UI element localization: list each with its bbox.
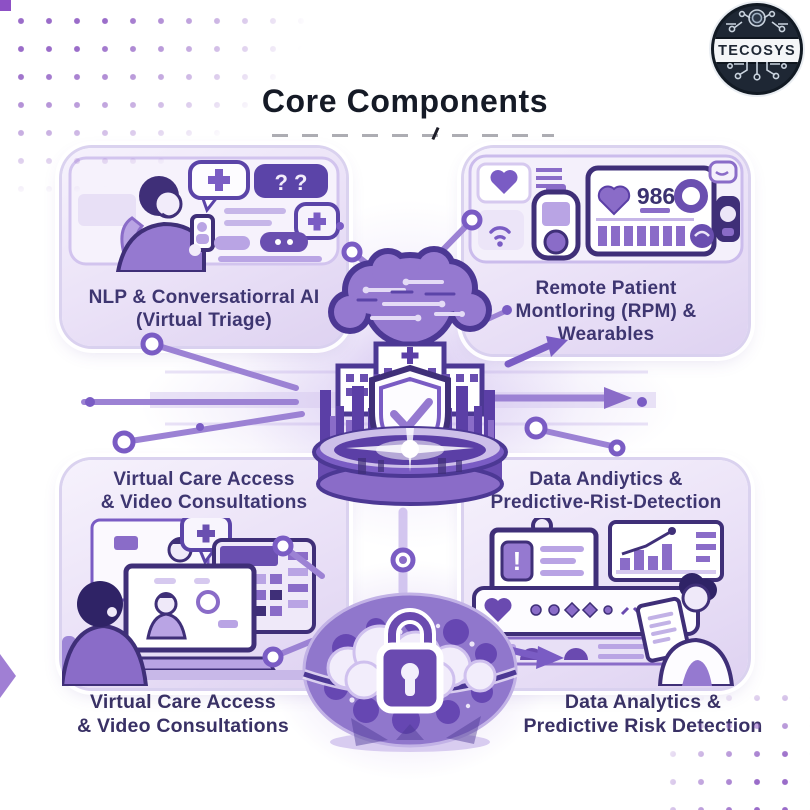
label-data-analytics: Data Andiytics & Predictive-Rist-Detecti… [464, 468, 748, 514]
logo-circuit-bottom-icon [727, 62, 788, 81]
central-ai-hub-illustration [312, 246, 508, 506]
vitals-monitor: 986 [585, 165, 717, 257]
monitor-reading: 986 [637, 183, 675, 209]
dot-grid-bottom-right [653, 678, 810, 810]
foreground-patient [62, 581, 149, 686]
label-line: Virtual Care Access [113, 469, 295, 490]
label-line: Wearables [557, 324, 655, 345]
label-line: Predictive-Rist-Detection [490, 492, 722, 513]
label-line: & Video Consultations [100, 492, 308, 513]
caption-line: & Video Consultations [77, 715, 289, 737]
gauge-donut-icon [674, 179, 708, 213]
globe-petals [351, 716, 481, 746]
label-nlp-ai: NLP & Conversatiorral AI (Virtual Triage… [62, 286, 346, 332]
caption-virtual-care: Virtual Care Access & Video Consultation… [58, 690, 308, 738]
label-virtual-care: Virtual Care Access & Video Consultation… [62, 468, 346, 514]
rpm-wearables-illustration: 986 [468, 154, 744, 264]
trend-chart-card [608, 520, 724, 582]
alert-icon: ! [513, 546, 522, 576]
caption-line: Virtual Care Access [90, 691, 276, 713]
label-line: Data Andiytics & [529, 469, 683, 490]
panel-data-analytics: Data Andiytics & Predictive-Rist-Detecti… [464, 460, 748, 688]
platform [312, 426, 508, 506]
heart-icon [484, 598, 512, 622]
light-burst [346, 428, 474, 472]
label-line: (Virtual Triage) [136, 310, 272, 331]
phone-in-hand [189, 214, 215, 256]
label-line: NLP & Conversatiorral AI [88, 287, 320, 308]
label-line: Remote Patient [535, 278, 677, 299]
edge-triangle-decoration [0, 654, 16, 698]
logo-wordmark: TECOSYS [714, 37, 800, 64]
padlock-icon [376, 608, 444, 714]
wrist-device-icon [716, 196, 740, 242]
corner-square-decoration [0, 0, 11, 11]
alert-card: ! [489, 518, 599, 595]
smartwatch-icon [531, 184, 581, 261]
label-line: Montloring (RPM) & [515, 301, 697, 322]
logo-circuit-top-icon [726, 9, 788, 33]
chat-widget [708, 160, 738, 184]
brain-icon [328, 246, 492, 352]
page-title: Core Components [261, 83, 549, 120]
cross-bubble-small [294, 202, 340, 240]
wifi-card [478, 210, 524, 250]
tecosys-logo: TECOSYS [714, 6, 800, 92]
heart-card [476, 162, 562, 204]
bar-chart-icon [598, 226, 685, 246]
secure-globe-illustration [302, 592, 518, 752]
label-rpm: Remote Patient Montloring (RPM) & Wearab… [464, 277, 748, 346]
dot-grid-top-left [0, 0, 307, 197]
chat-thread [214, 208, 322, 262]
panel-remote-patient-monitoring: 986 Remote Pati [464, 148, 748, 354]
cropped-text-artifact [272, 134, 554, 137]
